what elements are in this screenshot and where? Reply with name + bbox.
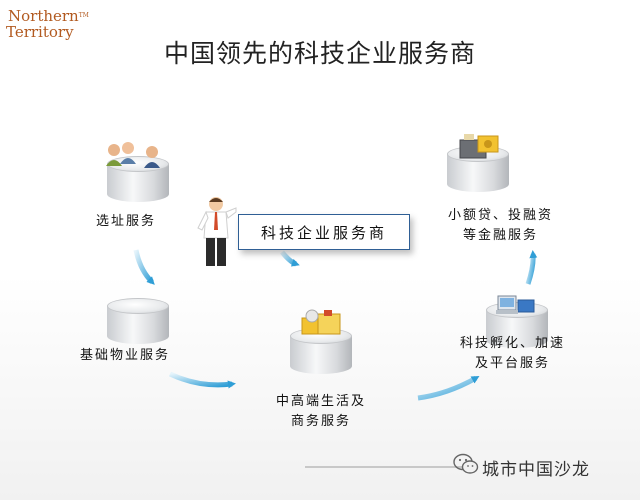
- northern-territory-logo: NorthernTM Territory: [6, 8, 89, 40]
- life-service-label-line2: 商务服务: [291, 414, 352, 429]
- arrow-property-to-life: [168, 371, 236, 389]
- life-service-label: 中高端生活及 商务服务: [276, 392, 366, 432]
- money-safe-icon: [459, 134, 499, 159]
- property-service-cylinder: [107, 298, 169, 352]
- incubation-service-label-line2: 及平台服务: [475, 356, 551, 371]
- logo-line2: Territory: [6, 23, 74, 41]
- logo-tm: TM: [78, 12, 89, 19]
- footer-divider: [305, 466, 475, 468]
- finance-service-label: 小额贷、投融资 等金融服务: [448, 206, 553, 246]
- businessman-icon: [197, 197, 237, 266]
- computer-devices-icon: [496, 295, 535, 314]
- shop-goods-icon: [301, 309, 341, 335]
- arrow-life-to-incubation: [417, 375, 480, 401]
- page-title: 中国领先的科技企业服务商: [163, 39, 476, 68]
- incubation-service-label: 科技孵化、加速 及平台服务: [460, 334, 565, 374]
- incubation-service-label-line1: 科技孵化、加速: [460, 336, 566, 351]
- arrow-incubation-to-finance: [525, 250, 538, 285]
- site-service-label: 选址服务: [96, 214, 157, 229]
- finance-service-label-line2: 等金融服务: [463, 228, 539, 243]
- people-icon: [106, 142, 160, 168]
- logo-line1: Northern: [8, 7, 79, 25]
- finance-service-label-line1: 小额贷、投融资: [448, 208, 554, 223]
- arrow-center-down: [280, 250, 300, 267]
- brand-name: 城市中国沙龙: [482, 460, 590, 480]
- property-service-label: 基础物业服务: [80, 348, 171, 363]
- life-service-label-line1: 中高端生活及: [276, 394, 367, 409]
- center-label-box: 科技企业服务商: [238, 214, 410, 250]
- center-label: 科技企业服务商: [260, 223, 387, 242]
- arrow-site-to-property: [133, 249, 155, 285]
- wechat-icon: [453, 453, 479, 474]
